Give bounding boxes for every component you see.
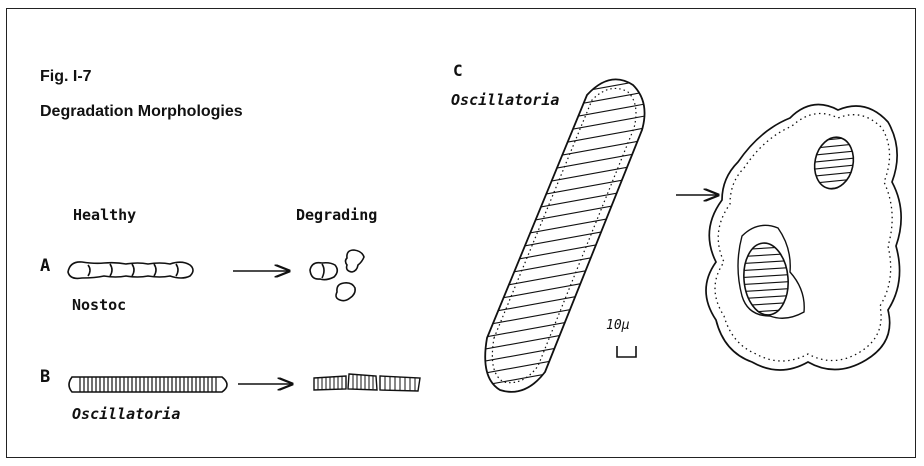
oscillatoria-trichome-large	[480, 58, 700, 398]
nostoc-healthy-chain	[68, 262, 193, 278]
granule-lower	[741, 241, 791, 317]
degraded-cell-mass	[706, 105, 901, 370]
granule-upper	[810, 134, 858, 193]
oscillatoria-degrading-filament	[314, 374, 420, 391]
oscillatoria-healthy-filament	[69, 377, 227, 392]
scale-bar	[617, 346, 636, 357]
nostoc-degrading-fragments	[310, 250, 364, 301]
